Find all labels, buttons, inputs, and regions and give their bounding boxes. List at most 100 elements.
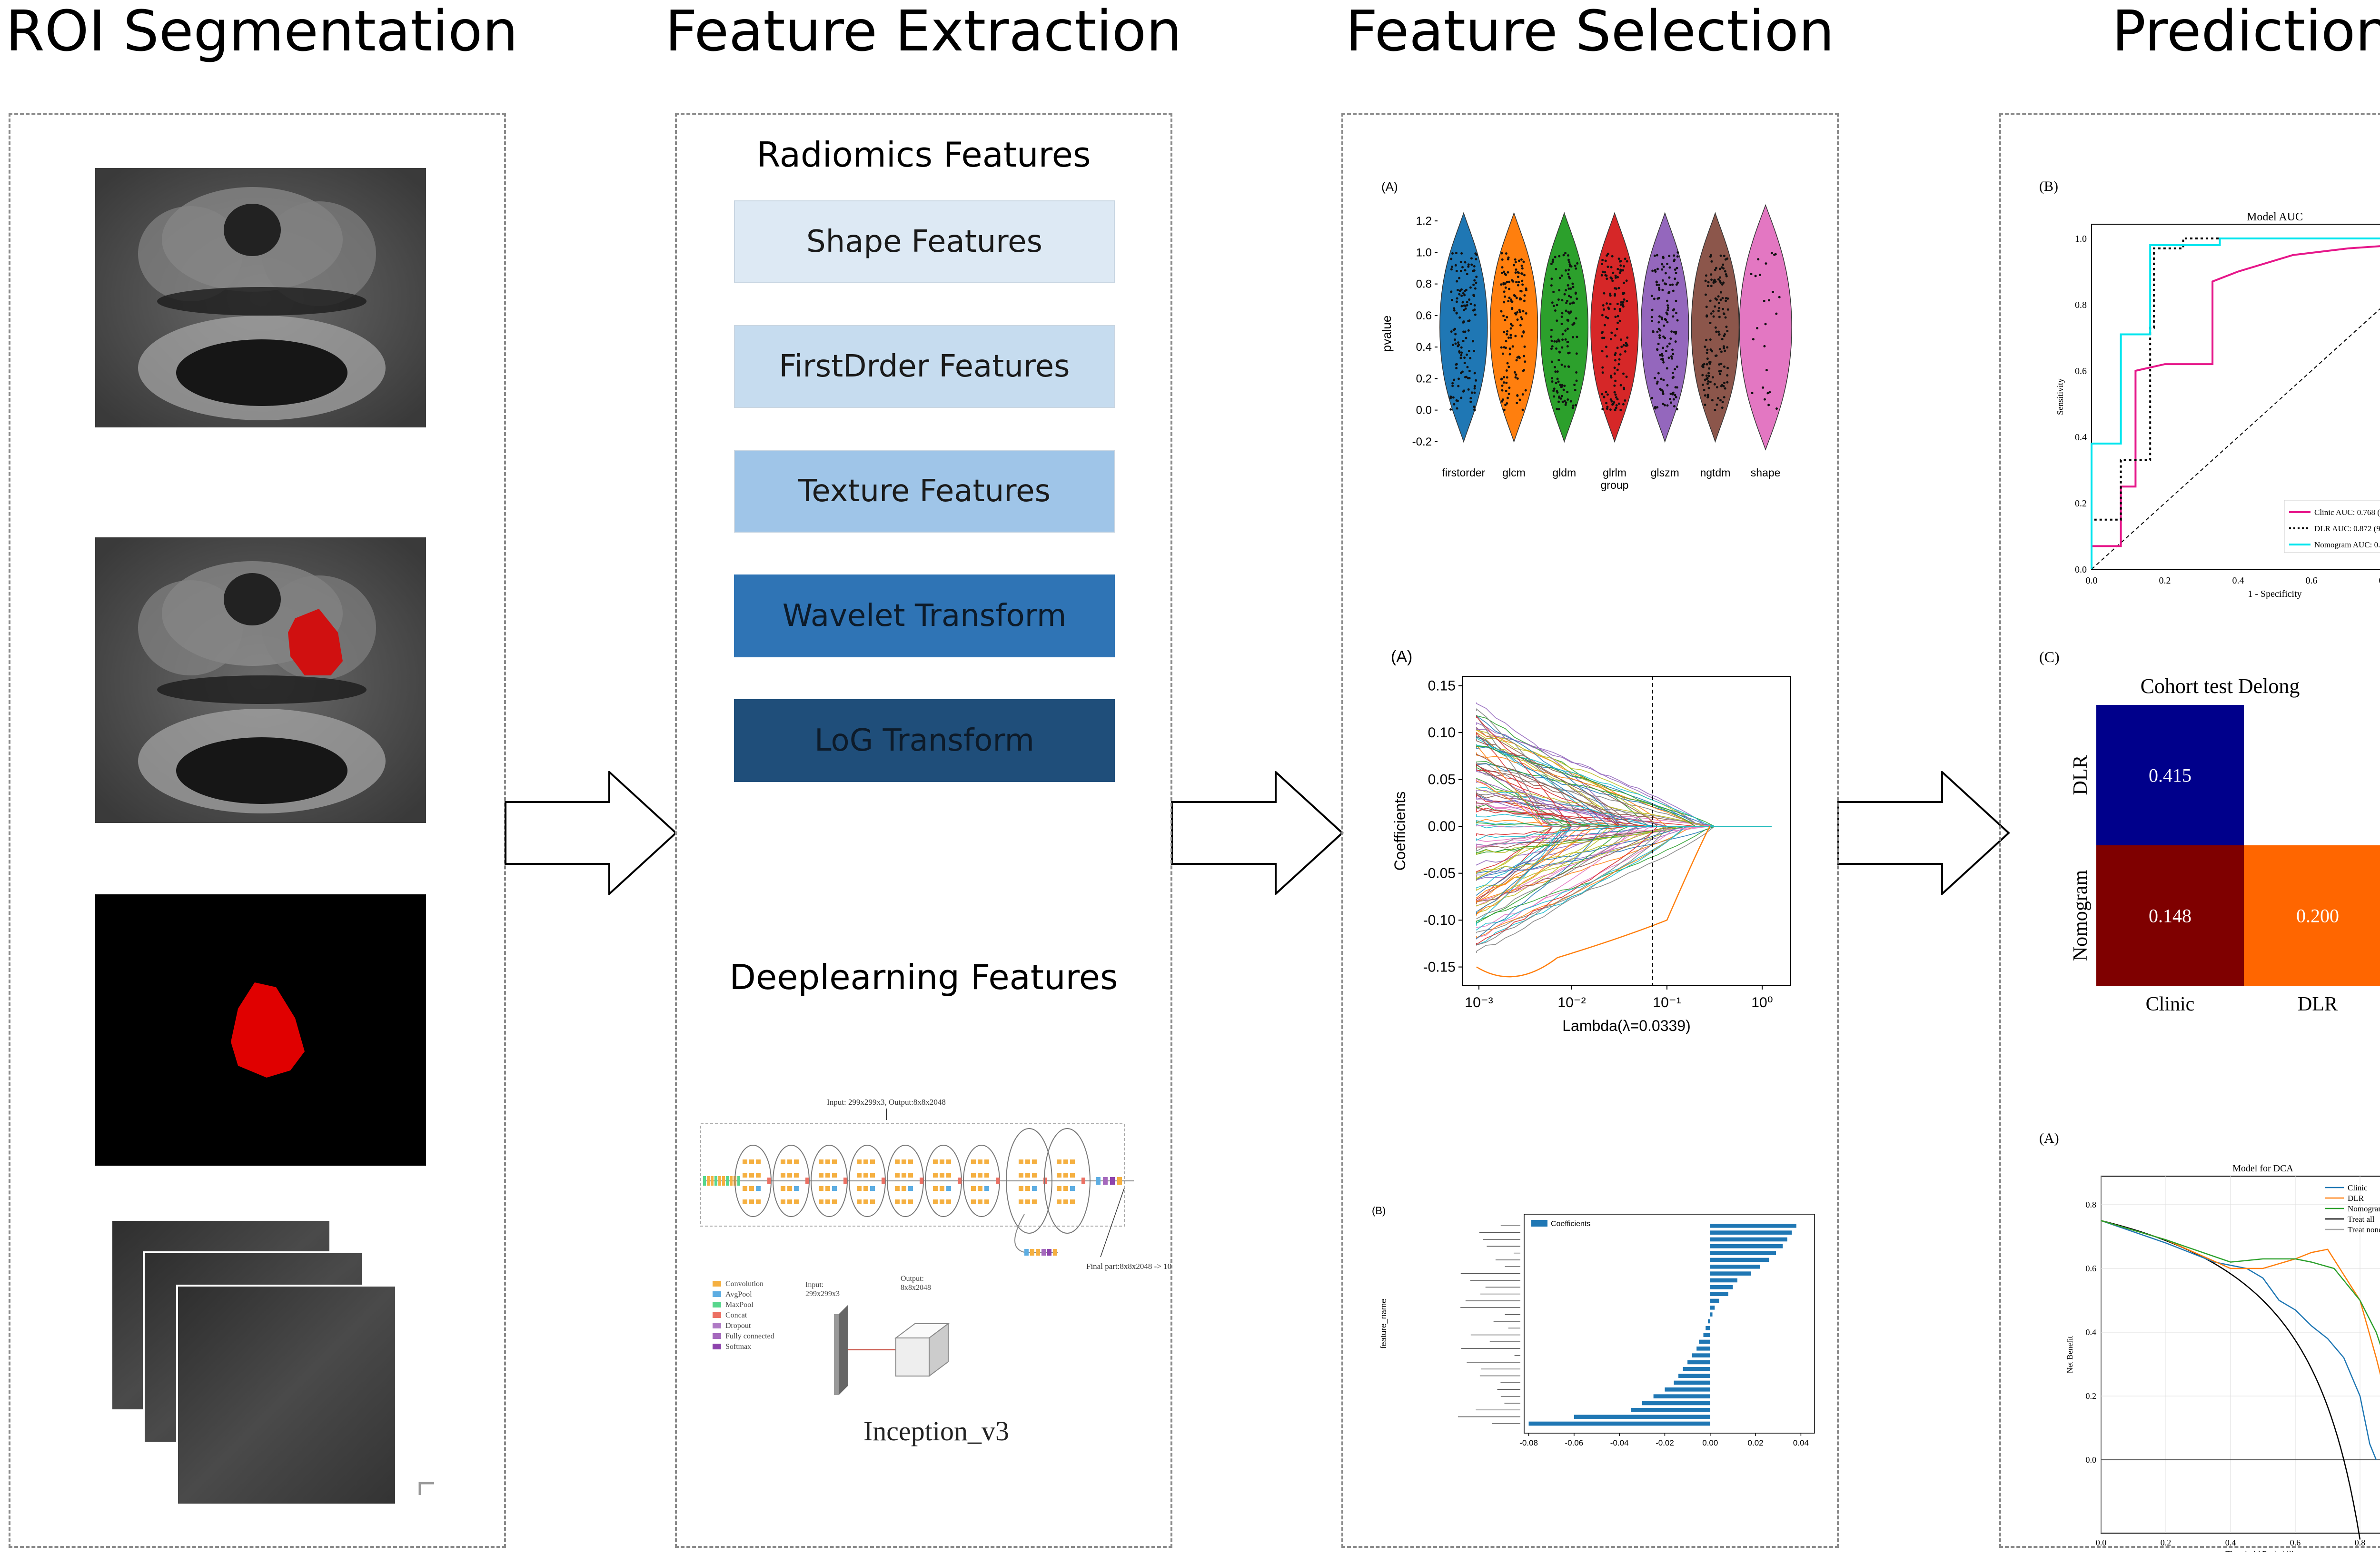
roc-chart: (B)Model AUC0.00.00.20.20.40.40.60.60.80… [2039, 178, 2380, 599]
violin-xtick: shape [1751, 466, 1781, 479]
violin-ytick: 0.6 [1416, 309, 1432, 322]
delong-row-label: DLR [2070, 755, 2092, 795]
coef-bar [1710, 1265, 1760, 1269]
dca-ytick: 0.2 [2086, 1391, 2097, 1401]
dca-xtick: 0.0 [2096, 1538, 2107, 1547]
inception-legend-swatch [713, 1291, 721, 1297]
feature-box-4: LoG Transform [734, 699, 1115, 782]
roc-curve-dlr [2091, 238, 2275, 569]
violin-xtick: glszm [1651, 466, 1679, 479]
roc-xtick: 0.4 [2232, 575, 2244, 586]
inception-legend-label: Concat [725, 1311, 747, 1319]
arrow-right-1 [505, 771, 677, 895]
roc-ytick: 0.8 [2075, 300, 2087, 310]
roc-xtick: 0.8 [2379, 575, 2380, 586]
coef-xtick: 0.00 [1702, 1438, 1718, 1447]
roc-xtick: 0.2 [2159, 575, 2171, 586]
roc-legend-label: DLR AUC: 0.872 (95%CI 0.703-1.000) [2314, 524, 2380, 533]
coef-bar [1678, 1374, 1710, 1378]
delong-cell-value: 0.415 [2149, 765, 2192, 786]
violin-xtick: ngtdm [1700, 466, 1730, 479]
dca-xtick: 0.6 [2290, 1538, 2301, 1547]
mri-image-segmented [95, 537, 426, 823]
dca-ylabel: Net Benefit [2065, 1336, 2074, 1373]
coef-bar [1674, 1380, 1710, 1385]
roc-ytick: 0.2 [2075, 498, 2087, 509]
violin-ytick: 0.8 [1416, 278, 1432, 291]
delong-col-label: DLR [2298, 993, 2338, 1015]
violin-xtick: firstorder [1442, 466, 1485, 479]
coef-bar [1692, 1353, 1710, 1357]
inception-top-label: Input: 299x299x3, Output:8x8x2048 [827, 1098, 946, 1107]
roc-ytick: 0.4 [2075, 432, 2087, 443]
violin-ytick: 0.0 [1416, 404, 1432, 417]
lasso-ytick: 0.10 [1428, 725, 1456, 741]
tumor-roi-overlay [288, 609, 343, 675]
coef-bar [1710, 1306, 1715, 1310]
violin-glrlm [1590, 212, 1639, 443]
roc-ytick: 0.6 [2075, 366, 2087, 376]
lasso-ytick: 0.00 [1428, 819, 1456, 834]
dca-ytick: 0.6 [2086, 1264, 2097, 1273]
dca-ytick: 0.0 [2086, 1455, 2097, 1465]
arrow-right-2 [1171, 771, 1344, 895]
lasso-xtick: 10⁻² [1557, 995, 1586, 1010]
roi-panel [9, 113, 506, 1548]
violin-firstorder [1439, 212, 1488, 443]
inception-legend-label: MaxPool [725, 1301, 754, 1309]
dca-ytick: 0.4 [2086, 1327, 2097, 1337]
section-title-selection: Feature Selection [1345, 0, 1835, 64]
delong-row-label: Nomogram [2070, 870, 2092, 961]
delong-panel-label: (C) [2039, 648, 2060, 665]
inception-input-label: Input: [805, 1281, 823, 1289]
dca-xlabel: Threshold Probability [2225, 1549, 2300, 1552]
violin-plot: (A)-0.20.00.20.40.60.81.01.2pvaluefirsto… [1379, 179, 1792, 491]
coef-xtick: 0.02 [1748, 1438, 1764, 1447]
violin-ytick: 1.0 [1416, 246, 1432, 259]
coef-bar [1710, 1258, 1769, 1262]
violin-glcm [1489, 212, 1538, 443]
dca-xtick: 0.8 [2355, 1538, 2366, 1547]
dca-legend-label: Treat all [2348, 1215, 2375, 1224]
mri-image-raw [95, 168, 426, 427]
delong-cell-value: 0.148 [2149, 905, 2192, 927]
inception-final-label: Final part:8x8x2048 -> 1001 [1086, 1262, 1172, 1271]
dca-legend-label: Treat none [2348, 1225, 2380, 1234]
coef-bar [1710, 1237, 1787, 1242]
coef-bar [1710, 1278, 1737, 1283]
dca-clinic [2101, 1220, 2377, 1460]
prediction-panel: (B)Model AUC0.00.00.20.20.40.40.60.60.80… [1999, 113, 2380, 1552]
inception-frame [700, 1123, 1125, 1227]
feature-box-3: Wavelet Transform [734, 574, 1115, 657]
dca-chart: (A)Model for DCA0.00.20.40.60.81.00.80.6… [2039, 1130, 2380, 1552]
svg-text:8x8x2048: 8x8x2048 [901, 1284, 931, 1292]
coef-legend: Coefficients [1551, 1220, 1590, 1228]
coef-bar [1698, 1339, 1710, 1344]
coef-bar [1710, 1244, 1783, 1248]
inception-legend-label: Softmax [725, 1343, 751, 1351]
coef-xtick: -0.08 [1519, 1438, 1538, 1447]
roc-ylabel: Sensitivity [2055, 378, 2065, 415]
inception-legend-label: Convolution [725, 1280, 764, 1288]
roc-ytick: 1.0 [2075, 234, 2087, 244]
section-title-roi: ROI Segmentation [5, 0, 518, 64]
roc-xtick: 0.0 [2086, 575, 2098, 586]
coef-bar [1710, 1312, 1713, 1317]
roc-ytick: 0.0 [2075, 565, 2087, 575]
lasso-xtick: 10⁻¹ [1653, 995, 1681, 1010]
inception-legend-swatch [713, 1333, 721, 1339]
roc-title: Model AUC [2247, 211, 2303, 223]
roc-panel-label: (B) [2039, 178, 2058, 194]
inception-legend-label: Dropout [725, 1322, 751, 1330]
coef-ylabel: feature_name [1379, 1299, 1388, 1349]
radiomics-title: Radiomics Features [756, 135, 1091, 175]
dca-xtick: 0.2 [2161, 1538, 2172, 1547]
coef-bar [1574, 1415, 1710, 1419]
coef-xtick: 0.04 [1793, 1438, 1809, 1447]
lasso-ylabel: Coefficients [1391, 792, 1408, 871]
inception-legend-label: Fully connected [725, 1332, 774, 1340]
violin-xtick: glcm [1502, 466, 1526, 479]
